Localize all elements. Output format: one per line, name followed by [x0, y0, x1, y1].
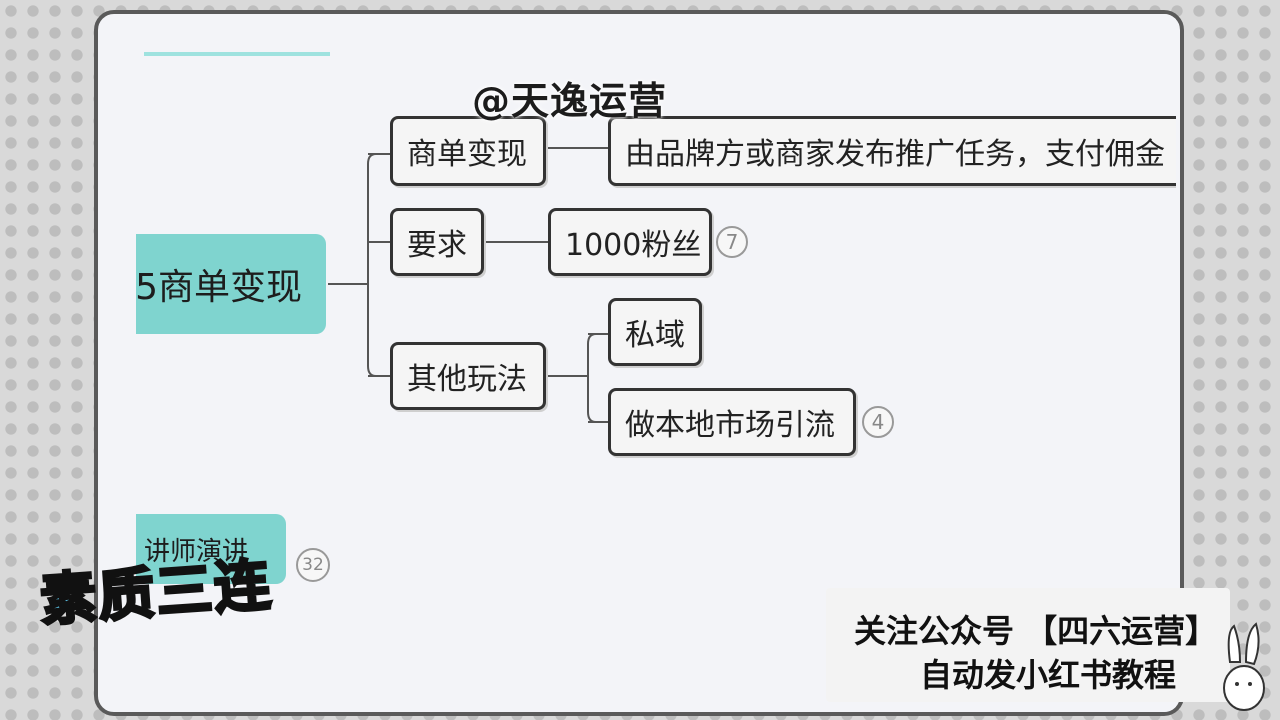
branch-label: 要求	[407, 228, 467, 263]
child-label: 1000粉丝	[565, 228, 702, 263]
branch-node-shangdan[interactable]: 商单变现	[390, 116, 546, 186]
branch-label: 商单变现	[407, 137, 527, 172]
accent-line	[144, 52, 330, 56]
root-node[interactable]: 5商单变现	[136, 234, 326, 334]
ad-line-1: 关注公众号 【四六运营】	[854, 612, 1218, 650]
root-label: 5商单变现	[136, 267, 302, 308]
connector-lines	[328, 147, 608, 423]
branch-node-requirement[interactable]: 要求	[390, 208, 484, 276]
child-label: 做本地市场引流	[625, 408, 835, 443]
branch-trunk	[367, 153, 377, 377]
child-node-private[interactable]: 私域	[608, 298, 702, 366]
count-badge[interactable]: 7	[716, 226, 748, 258]
branch-label: 其他玩法	[407, 362, 527, 397]
child-node-description[interactable]: 由品牌方或商家发布推广任务，支付佣金	[608, 116, 1176, 186]
watermark-text: @天逸运营	[472, 79, 668, 123]
ad-panel	[826, 588, 1230, 702]
branch-node-other[interactable]: 其他玩法	[390, 342, 546, 410]
child-node-followers[interactable]: 1000粉丝	[548, 208, 712, 276]
bunny-icon	[1223, 622, 1265, 711]
count-badge[interactable]: 4	[862, 406, 894, 438]
ad-line-2: 自动发小红书教程	[920, 656, 1177, 694]
bottom-node[interactable]: 讲师演讲	[136, 514, 286, 584]
child-label: 私域	[625, 318, 685, 353]
child-node-local[interactable]: 做本地市场引流	[608, 388, 856, 456]
bottom-node-label: 讲师演讲	[144, 536, 249, 567]
sticker-text: 素质三连	[37, 551, 276, 635]
child-trunk-other	[587, 333, 597, 423]
count-badge[interactable]: 32	[296, 548, 330, 582]
child-label: 由品牌方或商家发布推广任务，支付佣金	[625, 137, 1165, 172]
